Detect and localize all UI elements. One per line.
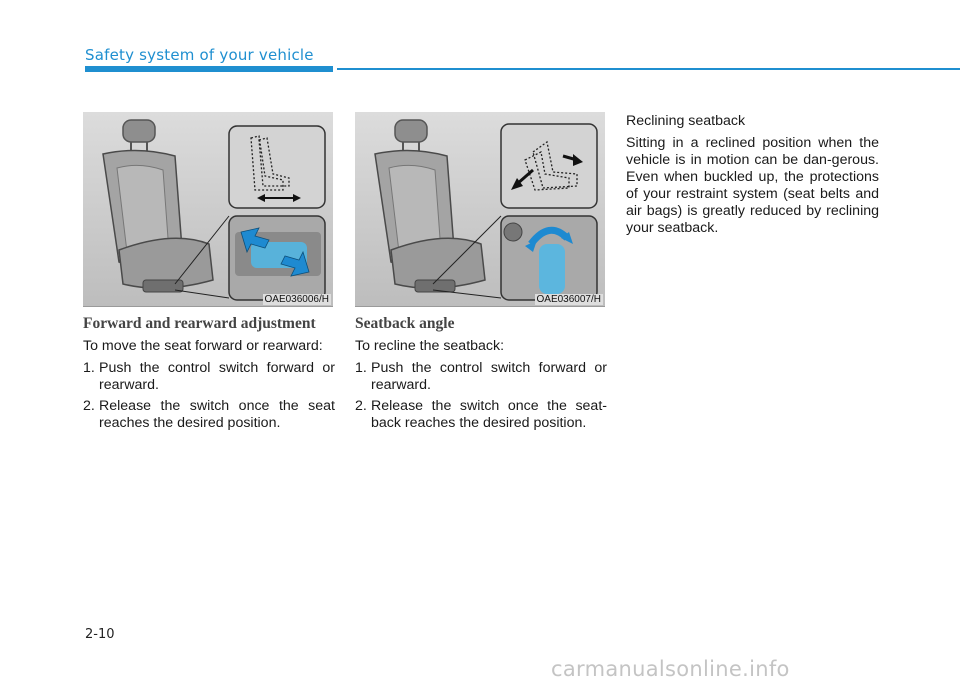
page-number: 2-10	[85, 627, 115, 642]
step-number: 2.	[355, 398, 367, 414]
header-rule-thin	[337, 68, 960, 70]
column-forward-rearward: Forward and rearward adjustment To move …	[83, 315, 335, 436]
intro-text: To move the seat forward or rearward:	[83, 338, 323, 354]
list-item: 1. Push the control switch forward or re…	[83, 360, 335, 394]
warning-body: Sitting in a reclined position when the …	[626, 135, 879, 236]
figure-seatback-angle: OAE036007/H	[355, 112, 605, 307]
step-number: 1.	[83, 360, 95, 376]
intro-text: To recline the seatback:	[355, 338, 505, 354]
subheading: Forward and rearward adjustment	[83, 315, 316, 332]
step-number: 1.	[355, 360, 367, 376]
seat-slide-illustration	[102, 119, 326, 301]
section-title: Safety system of your vehicle	[85, 46, 314, 64]
figure-code: OAE036007/H	[534, 294, 603, 305]
warning-heading: Reclining seatback	[626, 113, 746, 129]
step-text: Release the switch once the seat-back re…	[371, 398, 607, 431]
subheading: Seatback angle	[355, 315, 455, 332]
step-text: Push the control switch forward or rearw…	[371, 360, 607, 393]
seatback-angle-illustration	[374, 119, 598, 301]
list-item: 2. Release the switch once the seat-back…	[355, 398, 607, 432]
column-seatback-angle: Seatback angle To recline the seatback: …	[355, 315, 607, 436]
figure-seat-slide: OAE036006/H	[83, 112, 333, 307]
step-number: 2.	[83, 398, 95, 414]
list-item: 1. Push the control switch forward or re…	[355, 360, 607, 394]
list-item: 2. Release the switch once the seat reac…	[83, 398, 335, 432]
figure-code: OAE036006/H	[262, 294, 331, 305]
header-rule-thick	[85, 66, 333, 72]
column-reclining-warning: Reclining seatback Sitting in a reclined…	[626, 113, 879, 242]
step-text: Push the control switch forward or rearw…	[99, 360, 335, 393]
watermark: carmanualsonline.info	[551, 657, 790, 681]
step-text: Release the switch once the seat reaches…	[99, 398, 335, 431]
